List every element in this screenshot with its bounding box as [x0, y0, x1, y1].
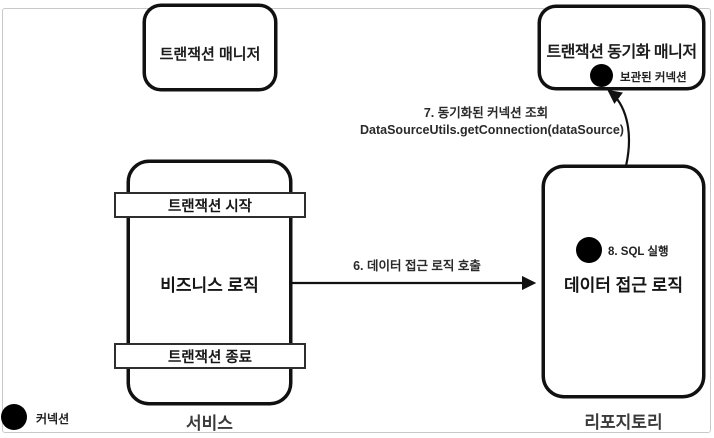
- transaction-start-bar: 트랜잭션 시작: [114, 192, 306, 218]
- data-access-logic-label: 데이터 접근 로직: [564, 276, 683, 295]
- connection-dot-icon: [576, 237, 602, 263]
- repository-caption: 리포지토리: [584, 413, 663, 432]
- business-logic-label: 비즈니스 로직: [160, 276, 259, 295]
- stored-connection-label: 보관된 커넥션: [620, 72, 687, 84]
- connection-dot-icon: [590, 64, 613, 87]
- connection-dot-icon: [1, 404, 27, 430]
- sync-lookup-line2: DataSourceUtils.getConnection(dataSource…: [360, 123, 624, 137]
- transaction-end-bar: 트랜잭션 종료: [114, 343, 306, 369]
- slide-frame: [2, 8, 711, 433]
- sql-execution-label: 8. SQL 실행: [608, 246, 669, 258]
- transaction-manager-label: 트랜잭션 매니저: [159, 46, 261, 63]
- connection-legend-label: 커넥션: [36, 412, 70, 426]
- service-caption: 서비스: [186, 414, 233, 433]
- transaction-manager-box: 트랜잭션 매니저: [143, 4, 277, 91]
- sync-connection-lookup-label: 7. 동기화된 커넥션 조회 DataSourceUtils.getConnec…: [360, 105, 624, 139]
- sync-manager-label: 트랜잭션 동기화 매니저: [546, 44, 697, 61]
- sync-lookup-line1: 7. 동기화된 커넥션 조회: [423, 106, 549, 120]
- sync-manager-box: 트랜잭션 동기화 매니저 보관된 커넥션: [538, 5, 705, 90]
- call-data-access-label: 6. 데이터 접근 로직 호출: [353, 259, 481, 273]
- repository-box: [542, 165, 705, 398]
